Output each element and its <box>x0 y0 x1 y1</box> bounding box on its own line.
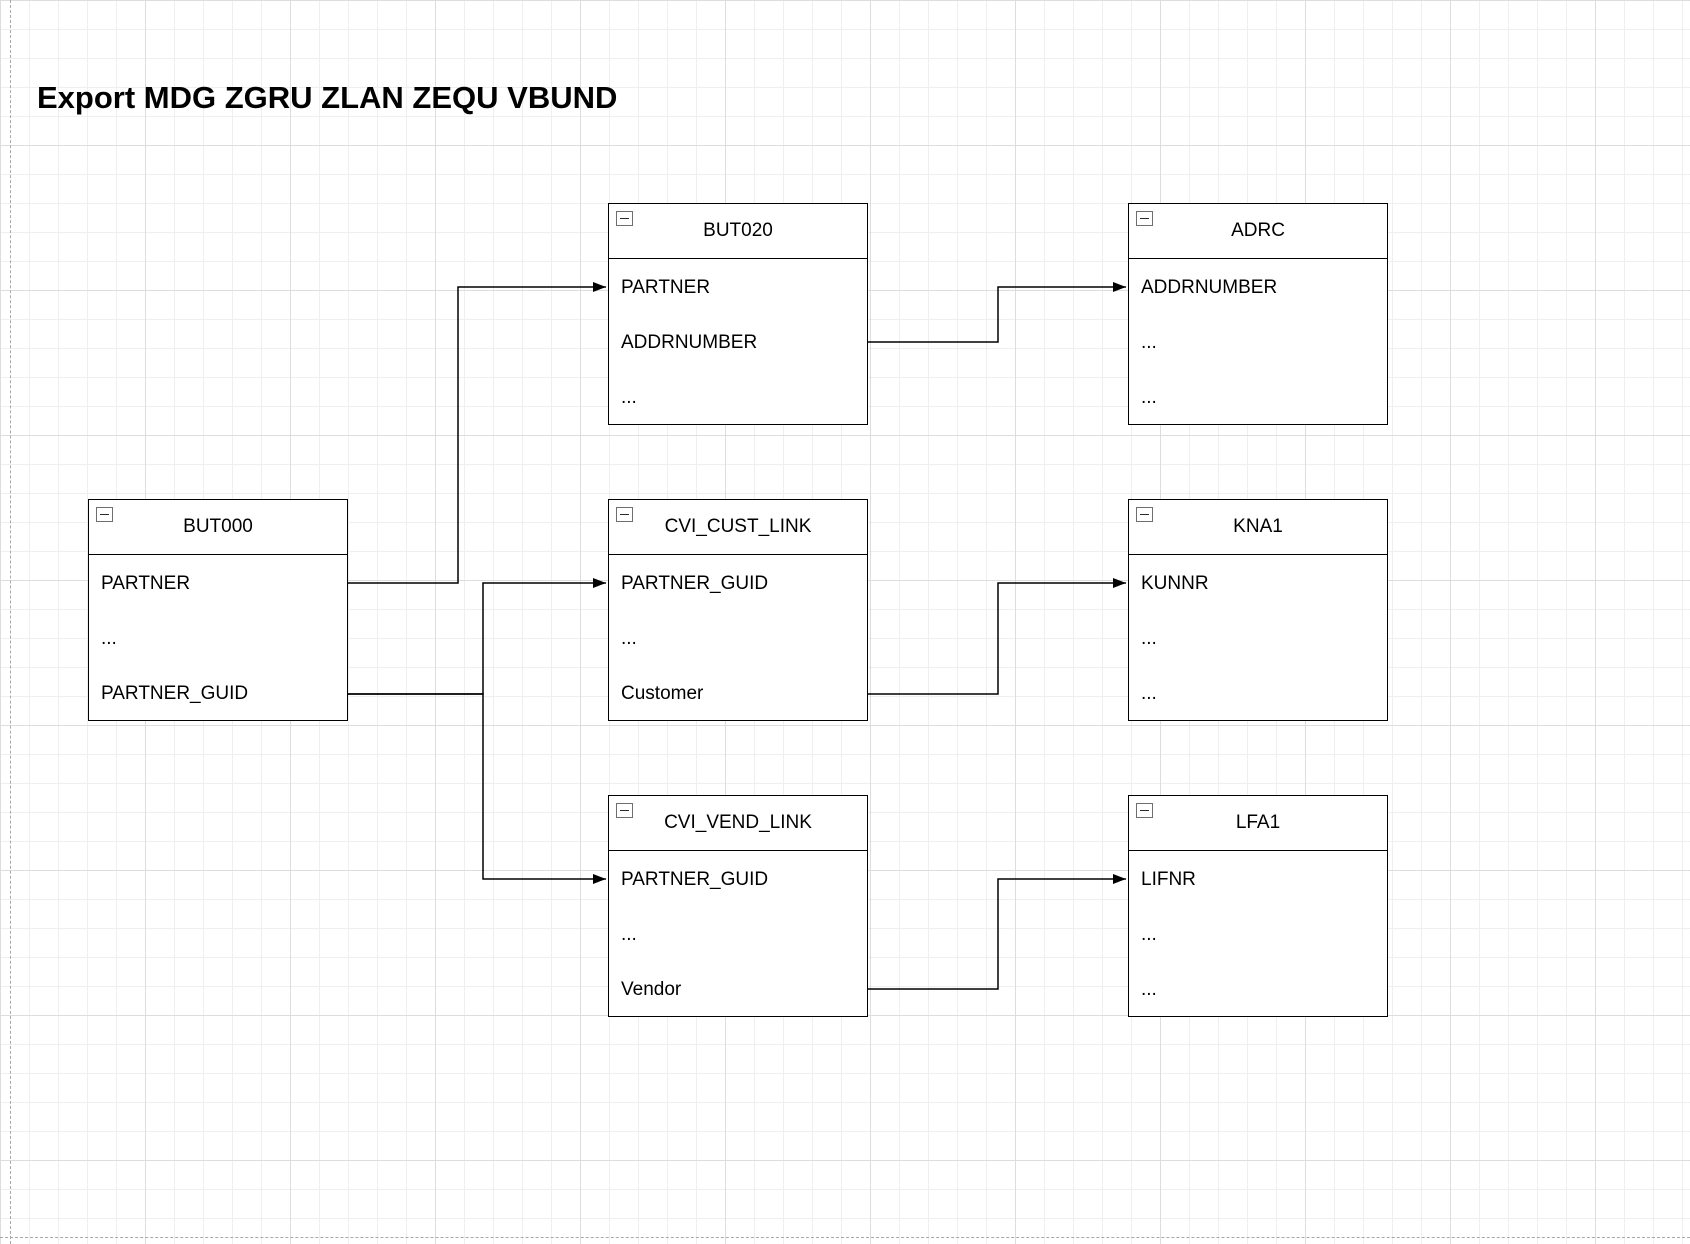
entity-title: CVI_VEND_LINK <box>664 812 812 833</box>
entity-title: ADRC <box>1231 220 1285 241</box>
connector-cvicustlink-customer-to-kna1-kunnr[interactable] <box>868 578 1126 695</box>
connector-but000-partnerguid-to-cvicustlink-partnerguid[interactable] <box>348 578 606 695</box>
page-border-left <box>10 0 11 1244</box>
entity-field[interactable]: ... <box>1141 628 1157 650</box>
connector-cvivendlink-vendor-to-lfa1-lifnr[interactable] <box>868 874 1126 990</box>
entity-field[interactable]: ... <box>621 628 637 650</box>
entity-body: PARTNER ... PARTNER_GUID <box>89 556 347 720</box>
collapse-icon[interactable] <box>1136 507 1153 522</box>
entity-field[interactable]: ... <box>1141 924 1157 946</box>
collapse-icon[interactable] <box>96 507 113 522</box>
connector-but000-partner-to-but020-partner[interactable] <box>348 282 606 584</box>
entity-header: CVI_CUST_LINK <box>609 500 867 555</box>
entity-header: LFA1 <box>1129 796 1387 851</box>
entity-field[interactable]: ... <box>1141 332 1157 354</box>
entity-header: ADRC <box>1129 204 1387 259</box>
connector-but000-partnerguid-to-cvivendlink-partnerguid[interactable] <box>348 693 606 884</box>
entity-header: BUT020 <box>609 204 867 259</box>
entity-field[interactable]: ... <box>1141 683 1157 705</box>
page-border-bottom <box>0 1237 1690 1238</box>
entity-body: PARTNER_GUID ... Customer <box>609 556 867 720</box>
entity-field[interactable]: PARTNER <box>621 276 711 298</box>
entity-field[interactable]: PARTNER_GUID <box>621 572 769 594</box>
entity-title: KNA1 <box>1233 516 1283 537</box>
entity-cvi-cust-link[interactable]: CVI_CUST_LINK PARTNER_GUID ... Customer <box>608 499 868 721</box>
entity-field[interactable]: Vendor <box>621 979 682 1001</box>
entity-title: LFA1 <box>1235 812 1281 833</box>
entity-field[interactable]: ... <box>621 387 637 409</box>
entity-title: BUT000 <box>183 516 253 537</box>
entity-field[interactable]: ... <box>1141 979 1157 1001</box>
collapse-icon[interactable] <box>1136 211 1153 226</box>
entity-title: CVI_CUST_LINK <box>664 516 812 537</box>
entity-body: PARTNER ADDRNUMBER ... <box>609 260 867 424</box>
entity-header: CVI_VEND_LINK <box>609 796 867 851</box>
entity-but020[interactable]: BUT020 PARTNER ADDRNUMBER ... <box>608 203 868 425</box>
entity-field[interactable]: PARTNER <box>101 572 191 594</box>
entity-lfa1[interactable]: LFA1 LIFNR ... ... <box>1128 795 1388 1017</box>
entity-header: KNA1 <box>1129 500 1387 555</box>
entity-field[interactable]: PARTNER_GUID <box>101 683 249 705</box>
entity-body: ADDRNUMBER ... ... <box>1129 260 1387 424</box>
collapse-icon[interactable] <box>616 211 633 226</box>
diagram-title: Export MDG ZGRU ZLAN ZEQU VBUND <box>37 80 618 115</box>
entity-cvi-vend-link[interactable]: CVI_VEND_LINK PARTNER_GUID ... Vendor <box>608 795 868 1017</box>
entity-field[interactable]: ADDRNUMBER <box>1141 276 1278 298</box>
entity-kna1[interactable]: KNA1 KUNNR ... ... <box>1128 499 1388 721</box>
collapse-icon[interactable] <box>1136 803 1153 818</box>
collapse-icon[interactable] <box>616 803 633 818</box>
entity-adrc[interactable]: ADRC ADDRNUMBER ... ... <box>1128 203 1388 425</box>
entity-field[interactable]: ... <box>1141 387 1157 409</box>
entity-header: BUT000 <box>89 500 347 555</box>
entity-field[interactable]: PARTNER_GUID <box>621 868 769 890</box>
entity-field[interactable]: Customer <box>621 683 704 705</box>
connector-but020-addrnumber-to-adrc-addrnumber[interactable] <box>868 282 1126 343</box>
collapse-icon[interactable] <box>616 507 633 522</box>
entity-field[interactable]: ... <box>621 924 637 946</box>
entity-field[interactable]: ADDRNUMBER <box>621 332 758 354</box>
entity-but000[interactable]: BUT000 PARTNER ... PARTNER_GUID <box>88 499 348 721</box>
entity-field[interactable]: KUNNR <box>1141 572 1209 594</box>
entity-field[interactable]: LIFNR <box>1141 868 1196 890</box>
entity-title: BUT020 <box>703 220 773 241</box>
entity-body: PARTNER_GUID ... Vendor <box>609 852 867 1016</box>
entity-body: KUNNR ... ... <box>1129 556 1387 720</box>
entity-body: LIFNR ... ... <box>1129 852 1387 1016</box>
entity-field[interactable]: ... <box>101 628 117 650</box>
